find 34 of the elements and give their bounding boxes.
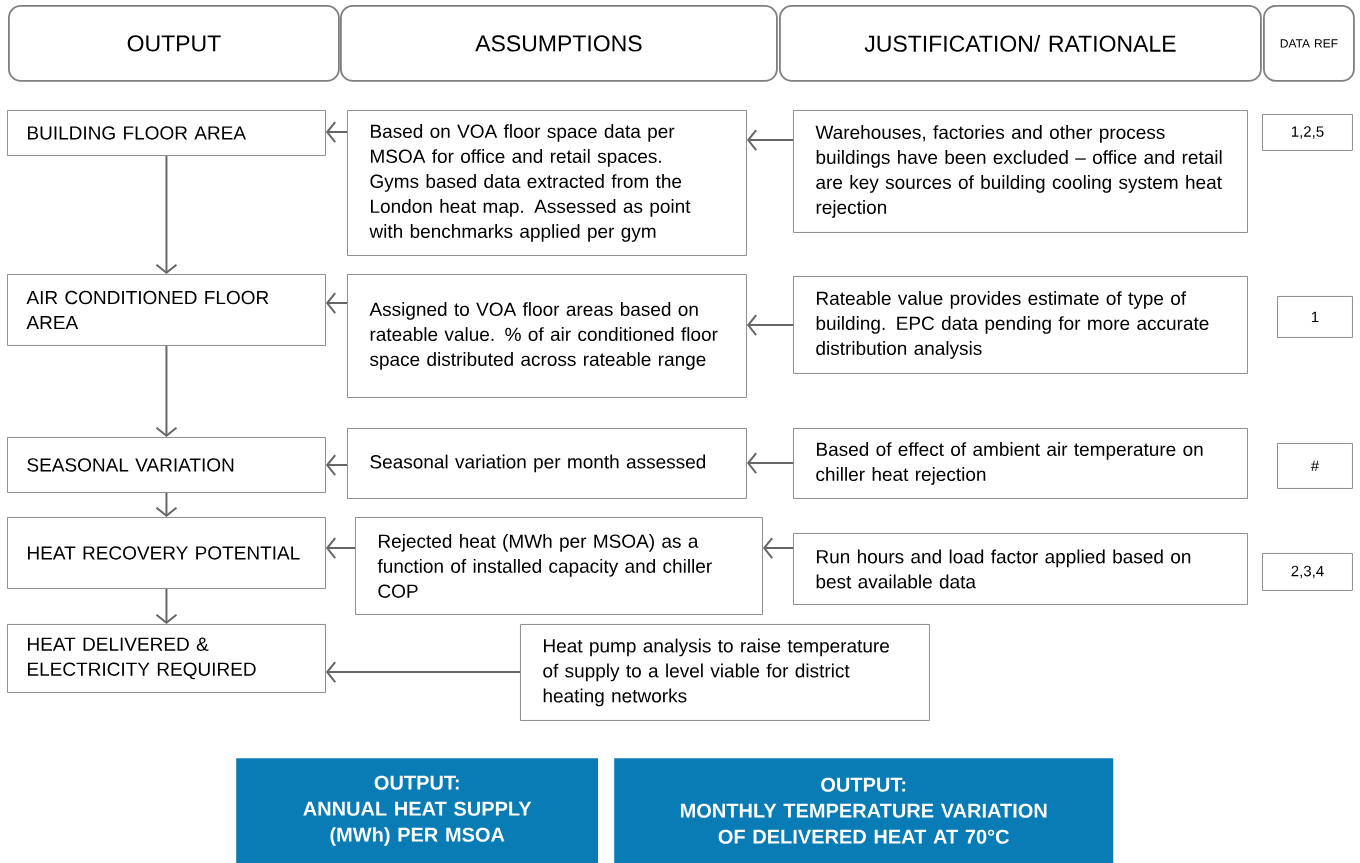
reference-box: 1	[1277, 296, 1353, 338]
text-box: Assigned to VOA floor areas based on rateable value. % of air conditioned floor space distributed across rateable range	[347, 274, 747, 398]
output-box: OUTPUT: MONTHLY TEMPERATURE VARIATION OF DELIVERED HEAT AT 70°C	[614, 758, 1114, 863]
arrow	[746, 314, 794, 336]
arrow	[762, 537, 794, 559]
arrow	[325, 661, 521, 683]
text-box: Based of effect of ambient air temperature on chiller heat rejection	[793, 428, 1248, 499]
text-box: Rateable value provides estimate of type of building. EPC data pending for more accurate distribution analysis	[793, 276, 1248, 374]
arrow	[746, 129, 794, 151]
arrow	[155, 587, 178, 624]
reference-box: #	[1277, 443, 1353, 489]
text-box: Heat pump analysis to raise temperature of supply to a level viable for district heating networks	[520, 624, 930, 721]
text-box: Warehouses, factories and other process buildings have been excluded – office and retail are key sources of building cooling system heat rejection	[793, 110, 1248, 233]
output-box: OUTPUT: ANNUAL HEAT SUPPLY (MWh) PER MSOA	[236, 758, 599, 863]
arrow	[155, 491, 178, 517]
text-box: Seasonal variation per month assessed	[347, 428, 747, 499]
process-box: HEAT DELIVERED & ELECTRICITY REQUIRED	[7, 624, 326, 693]
process-box: SEASONAL VARIATION	[7, 437, 326, 493]
column-header: OUTPUT	[8, 5, 340, 82]
process-box: HEAT RECOVERY POTENTIAL	[7, 517, 326, 589]
arrow	[155, 344, 178, 437]
arrow	[746, 452, 794, 474]
column-header: ASSUMPTIONS	[340, 5, 778, 82]
reference-box: 1,2,5	[1262, 114, 1353, 151]
process-box: AIR CONDITIONED FLOOR AREA	[7, 274, 326, 346]
arrow	[325, 537, 356, 559]
process-box: BUILDING FLOOR AREA	[7, 110, 326, 156]
column-header: JUSTIFICATION/ RATIONALE	[779, 5, 1262, 82]
column-header: DATA REF	[1263, 5, 1355, 82]
text-box: Run hours and load factor applied based on best available data	[793, 533, 1248, 605]
arrow	[155, 154, 178, 274]
text-box: Based on VOA floor space data per MSOA for office and retail spaces. Gyms based data extracted from the London heat map. Assessed as point with benchmarks applied per gym	[347, 110, 747, 256]
reference-box: 2,3,4	[1262, 553, 1353, 591]
text-box: Rejected heat (MWh per MSOA) as a function of installed capacity and chiller COP	[355, 517, 763, 615]
